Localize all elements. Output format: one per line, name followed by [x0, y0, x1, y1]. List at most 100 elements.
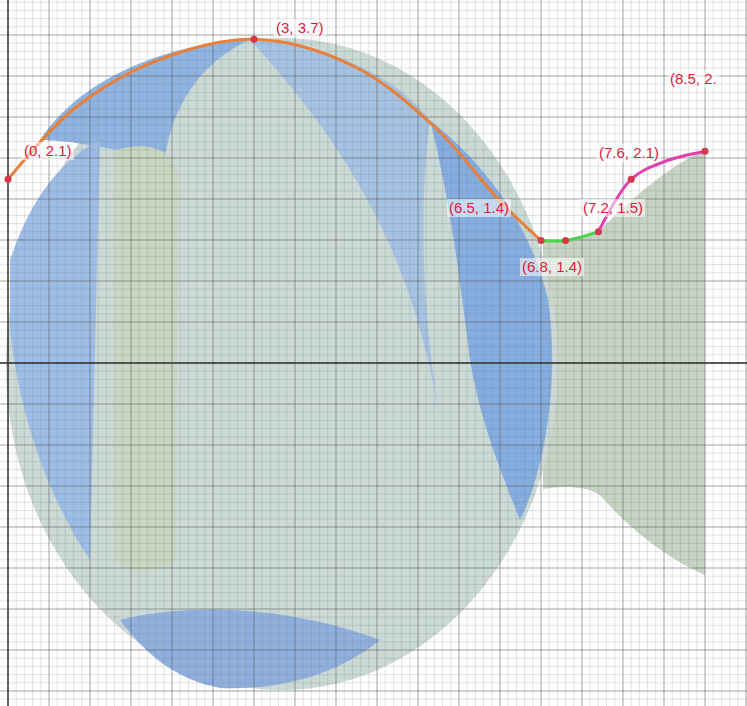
- grid-line: [0, 100, 747, 101]
- grid-line: [705, 0, 706, 706]
- grid-line: [0, 51, 747, 52]
- grid-line: [0, 559, 747, 560]
- point-label: (7.2, 1.5): [581, 199, 645, 217]
- grid-line: [0, 395, 747, 396]
- glaze-band: [10, 140, 100, 560]
- x-axis: [0, 362, 747, 363]
- grid-line: [557, 0, 558, 706]
- grid-line: [0, 379, 747, 380]
- grid-line: [737, 0, 738, 706]
- grid-line: [0, 240, 747, 241]
- grid-line: [0, 518, 747, 519]
- grid-line: [450, 0, 451, 706]
- grid-line: [0, 625, 747, 626]
- grid-line: [680, 0, 681, 706]
- grid-line: [573, 0, 574, 706]
- grid-line: [0, 486, 747, 487]
- grid-line: [541, 0, 542, 706]
- grid-line: [0, 666, 747, 667]
- grid-line: [0, 641, 747, 642]
- point-label: (6.8, 1.4): [520, 258, 584, 276]
- grid-line: [0, 461, 747, 462]
- grid-line: [81, 0, 82, 706]
- data-point: [595, 228, 602, 235]
- grid-line: [483, 0, 484, 706]
- grid-line: [0, 26, 747, 27]
- grid-line: [0, 182, 747, 183]
- grid-line: [0, 535, 747, 536]
- grid-line: [0, 650, 747, 651]
- grid-line: [565, 0, 566, 706]
- grid-line: [623, 0, 624, 706]
- grid-line: [0, 428, 747, 429]
- grid-line: [163, 0, 164, 706]
- grid-line: [664, 0, 665, 706]
- grid-line: [0, 494, 747, 495]
- grid-line: [303, 0, 304, 706]
- grid-line: [16, 0, 17, 706]
- grid-line: [0, 387, 747, 388]
- grid-line: [368, 0, 369, 706]
- grid-line: [106, 0, 107, 706]
- grid-line: [0, 412, 747, 413]
- grid-line: [0, 2, 747, 3]
- grid-line: [688, 0, 689, 706]
- grid-line: [0, 609, 747, 610]
- grid-line: [0, 551, 747, 552]
- grid-line: [0, 223, 747, 224]
- grid-line: [385, 0, 386, 706]
- grid-line: [180, 0, 181, 706]
- grid-line: [278, 0, 279, 706]
- grid-line: [672, 0, 673, 706]
- grid-line: [40, 0, 41, 706]
- grid-line: [0, 469, 747, 470]
- grid-line: [0, 92, 747, 93]
- grid-line: [0, 313, 747, 314]
- grid-line: [549, 0, 550, 706]
- grid-line: [0, 18, 747, 19]
- grid-line: [0, 600, 747, 601]
- grid-line: [508, 0, 509, 706]
- grid-line: [0, 527, 747, 528]
- grid-line: [0, 477, 747, 478]
- grid-line: [0, 420, 747, 421]
- grid-line: [0, 543, 747, 544]
- data-point: [5, 176, 12, 183]
- grid-line: [327, 0, 328, 706]
- grid-line: [0, 445, 747, 446]
- grid-line: [426, 0, 427, 706]
- grid-line: [0, 658, 747, 659]
- grid-line: [0, 133, 747, 134]
- grid-line: [0, 584, 747, 585]
- grid-line: [639, 0, 640, 706]
- grid-line: [0, 363, 747, 364]
- grid-line: [0, 404, 747, 405]
- grid-line: [459, 0, 460, 706]
- grid-line: [0, 371, 747, 372]
- grid-line: [188, 0, 189, 706]
- point-label: (7.6, 2.1): [597, 144, 661, 162]
- grid-line: [0, 699, 747, 700]
- grid-line: [0, 231, 747, 232]
- data-point: [251, 36, 258, 43]
- grid-line: [401, 0, 402, 706]
- data-point: [562, 237, 569, 244]
- grid-line: [254, 0, 255, 706]
- grid-line: [729, 0, 730, 706]
- grid-line: [0, 674, 747, 675]
- grid-line: [0, 568, 747, 569]
- grid-line: [262, 0, 263, 706]
- grid-line: [270, 0, 271, 706]
- grid-line: [0, 289, 747, 290]
- grid-line: [0, 108, 747, 109]
- grid-line: [0, 592, 747, 593]
- grid-line: [49, 0, 50, 706]
- grid-line: [475, 0, 476, 706]
- grid-line: [196, 0, 197, 706]
- grid-line: [532, 0, 533, 706]
- point-label: (0, 2.1): [22, 142, 74, 160]
- grid-line: [0, 297, 747, 298]
- grid-line: [393, 0, 394, 706]
